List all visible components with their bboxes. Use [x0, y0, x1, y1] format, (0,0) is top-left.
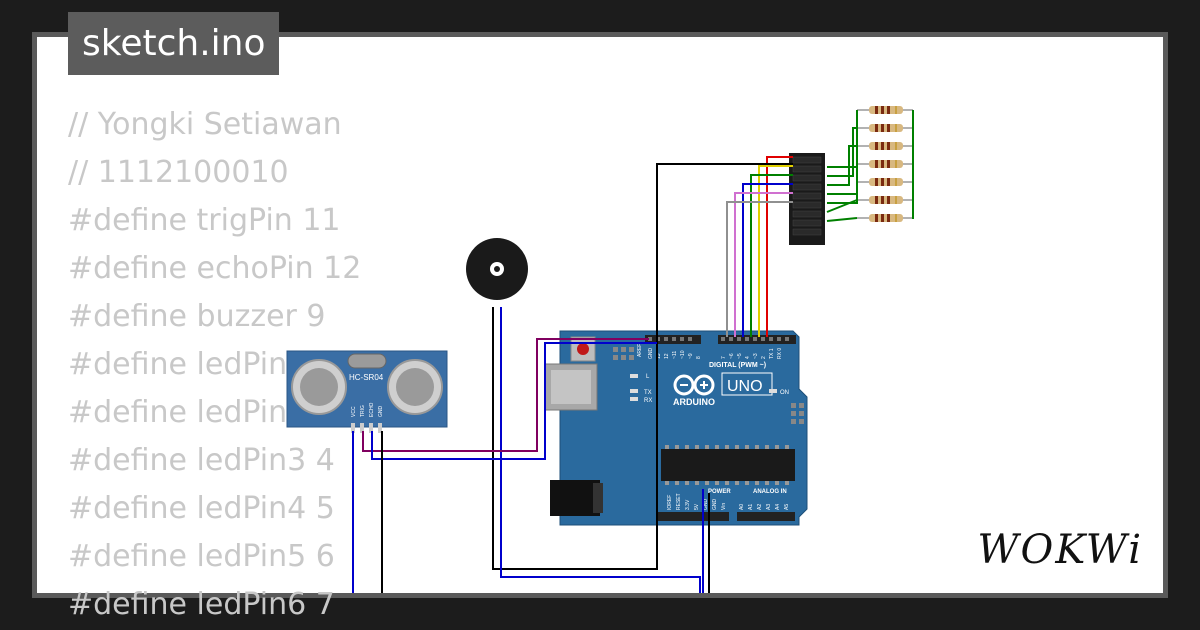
pin-label-a0: A0 [739, 504, 745, 510]
pin-label-d11: ~11 [672, 351, 678, 359]
uno-label: UNO [727, 378, 763, 395]
sensor-pin-trig: TRIG [360, 405, 366, 417]
pin-label-d3: ~3 [753, 353, 759, 359]
code-line: #define echoPin 12 [68, 251, 362, 286]
pin-label-a1: A1 [748, 504, 754, 510]
pin-label-d5: ~5 [737, 353, 743, 359]
sensor-pin-echo: ECHO [369, 402, 375, 417]
aref-label: AREF [637, 344, 643, 357]
pin-label-d12: 12 [664, 353, 670, 359]
buzzer[interactable] [466, 238, 528, 300]
pin-label-d10: ~10 [680, 350, 686, 359]
pin-label-d13: 13 [656, 353, 662, 359]
code-line: #define ledPin6 7 [68, 587, 335, 622]
pin-label-d7: 7 [721, 356, 727, 359]
pin-label-3v3: 3.3V [685, 499, 691, 510]
pin-label-vin: Vin [721, 503, 727, 510]
pin-label-d1: TX 1 [769, 348, 775, 359]
code-line: // 1112100010 [68, 155, 289, 190]
pin-label-d6: ~6 [729, 353, 735, 359]
pin-label-a4: A4 [775, 504, 781, 510]
digital-label: DIGITAL (PWM ~) [709, 362, 766, 369]
arduino-uno-board[interactable]: DIGITAL (PWM ~) AREF UNO ARDUINO ON L TX… [544, 330, 808, 526]
sensor-model-label: HC-SR04 [349, 373, 384, 382]
wokwi-logo: WOKWi [977, 527, 1143, 573]
power-label: POWER [708, 489, 731, 495]
pin-label-gnd1: GND [703, 499, 709, 511]
pin-label-a2: A2 [757, 504, 763, 510]
circuit-diagram: DIGITAL (PWM ~) AREF UNO ARDUINO ON L TX… [286, 106, 914, 593]
pin-label-d9: ~9 [688, 353, 694, 359]
pin-label-ioref: IOREF [667, 495, 673, 510]
code-line: #define trigPin 11 [68, 203, 341, 238]
wires [352, 110, 914, 593]
file-tab[interactable]: sketch.ino [68, 12, 280, 75]
code-line: #define ledPin4 5 [68, 491, 335, 526]
resistor-array[interactable] [857, 106, 913, 222]
pin-label-gnd2: GND [712, 499, 718, 511]
pin-label-a3: A3 [766, 504, 772, 510]
sensor-pin-vcc: VCC [351, 406, 357, 417]
code-line: #define buzzer 9 [68, 299, 326, 334]
brand-label: ARDUINO [673, 397, 715, 407]
pin-label-5v: 5V [694, 503, 700, 510]
arduino-logo [673, 374, 715, 396]
rx-label: RX [644, 398, 652, 404]
pin-label-reset: RESET [676, 493, 682, 510]
tx-label: TX [644, 390, 652, 396]
diagram-canvas[interactable]: // Yongki Setiawan // 1112100010 #define… [37, 37, 1163, 622]
code-line: #define ledPin3 4 [68, 443, 335, 478]
pin-label-d4: 4 [745, 356, 751, 359]
code-line: #define ledPin5 6 [68, 539, 335, 574]
analog-label: ANALOG IN [753, 489, 787, 495]
hc-sr04-sensor[interactable]: HC-SR04 VCC TRIG ECHO GND [286, 350, 448, 433]
pin-label-d-gnd: GND [648, 348, 654, 360]
sensor-pin-gnd: GND [378, 406, 384, 418]
pin-label-d0: RX 0 [777, 348, 783, 359]
led-bar-graph[interactable] [789, 153, 825, 245]
pin-label-d8: 8 [696, 356, 702, 359]
l-led-label: L [646, 374, 650, 380]
code-line: // Yongki Setiawan [68, 107, 342, 142]
code-editor[interactable]: // Yongki Setiawan // 1112100010 #define… [68, 101, 361, 629]
pin-label-a5: A5 [784, 504, 790, 510]
pin-label-d2: 2 [761, 356, 767, 359]
on-label: ON [780, 390, 789, 396]
